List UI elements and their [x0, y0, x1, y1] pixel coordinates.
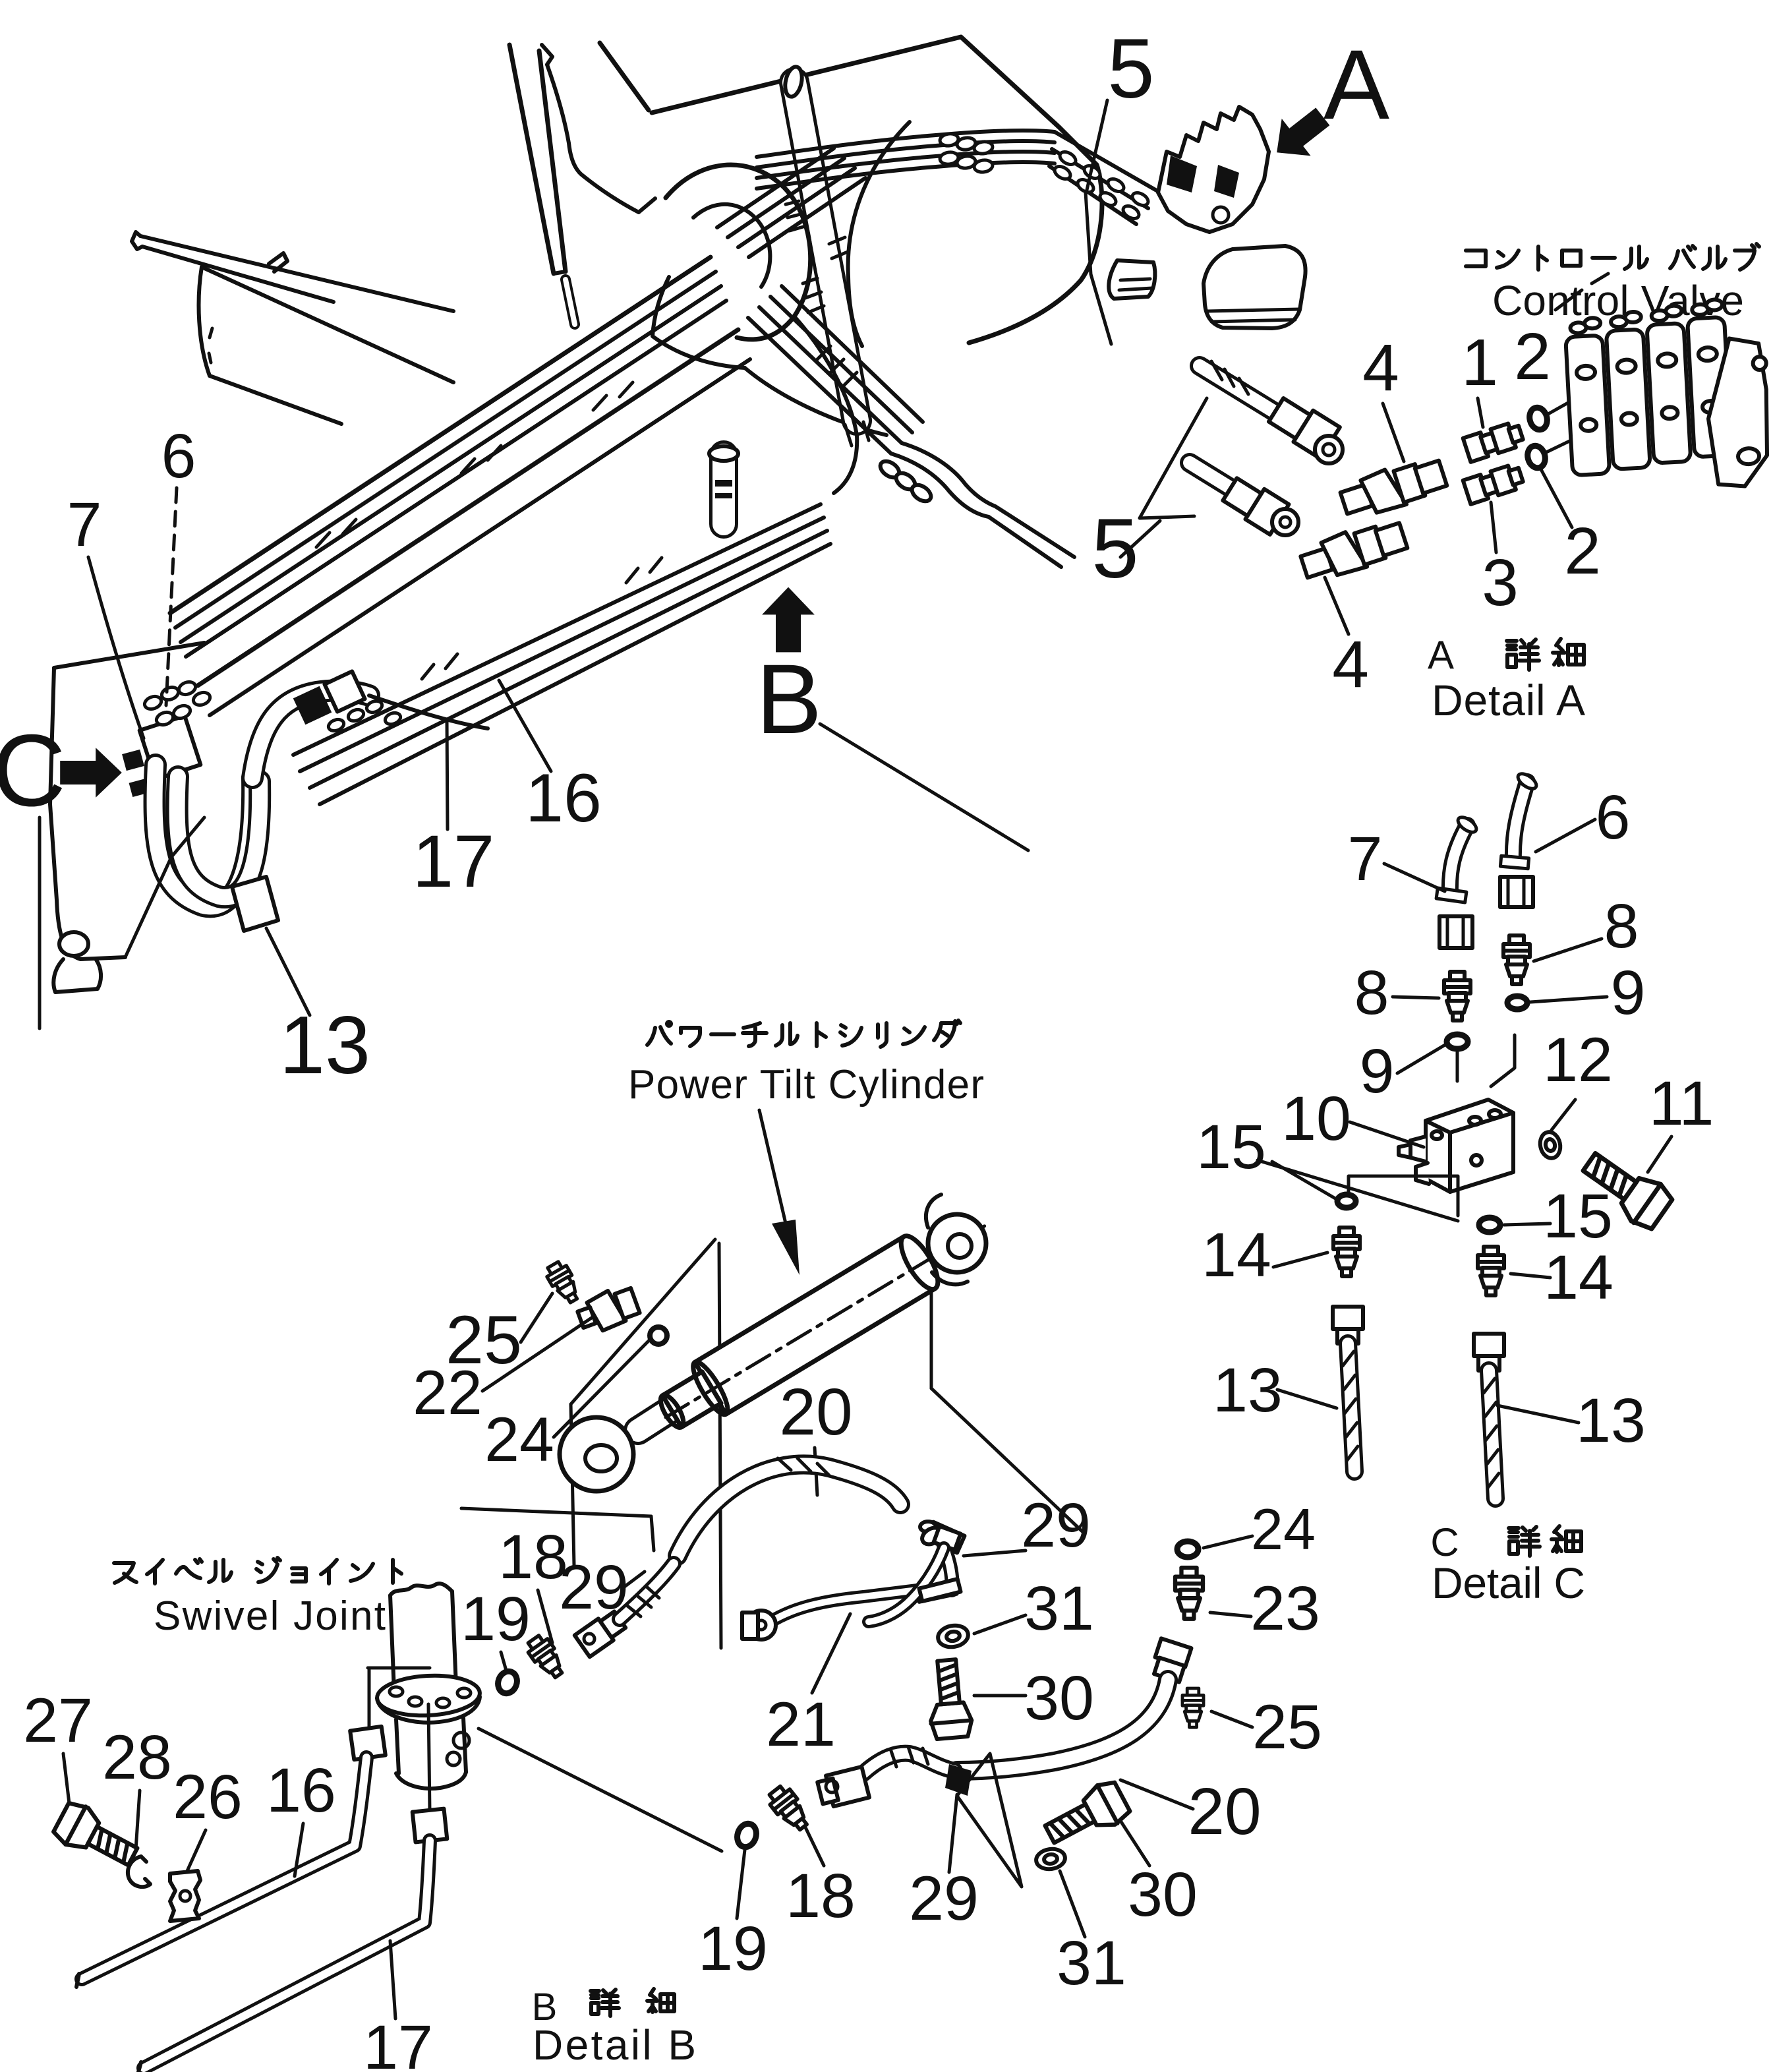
svg-text:B: B [532, 1986, 558, 2028]
svg-text:7: 7 [67, 490, 102, 560]
svg-text:5: 5 [1091, 502, 1138, 596]
svg-text:9: 9 [1360, 1036, 1395, 1106]
svg-text:3: 3 [1482, 546, 1519, 620]
svg-text:15: 15 [1543, 1181, 1613, 1251]
svg-text:Detail A: Detail A [1432, 676, 1585, 725]
svg-text:22: 22 [413, 1358, 482, 1428]
svg-text:7: 7 [1348, 824, 1383, 894]
svg-text:A: A [1323, 29, 1389, 140]
svg-text:4: 4 [1362, 331, 1399, 405]
svg-text:Power Tilt Cylinder: Power Tilt Cylinder [628, 1062, 984, 1108]
svg-text:21: 21 [766, 1690, 836, 1760]
svg-text:16: 16 [525, 760, 602, 837]
svg-text:B: B [756, 643, 822, 754]
svg-text:29: 29 [559, 1553, 629, 1622]
svg-text:17: 17 [363, 2013, 433, 2072]
svg-text:2: 2 [1514, 320, 1551, 394]
svg-text:23: 23 [1250, 1574, 1320, 1643]
svg-text:C: C [1430, 1520, 1459, 1564]
svg-text:12: 12 [1543, 1025, 1613, 1095]
svg-text:29: 29 [909, 1864, 979, 1934]
svg-text:4: 4 [1332, 628, 1369, 701]
svg-text:6: 6 [161, 421, 196, 491]
svg-text:27: 27 [23, 1686, 93, 1756]
svg-text:C: C [0, 713, 66, 827]
svg-text:20: 20 [1188, 1775, 1261, 1849]
svg-text:28: 28 [102, 1723, 172, 1792]
svg-text:8: 8 [1604, 891, 1639, 961]
svg-text:14: 14 [1202, 1220, 1271, 1290]
svg-text:13: 13 [279, 1000, 370, 1091]
svg-text:24: 24 [1251, 1496, 1316, 1562]
svg-text:13: 13 [1576, 1386, 1646, 1456]
svg-text:Swivel Joint: Swivel Joint [154, 1593, 386, 1639]
svg-text:30: 30 [1128, 1860, 1198, 1930]
svg-text:13: 13 [1213, 1355, 1283, 1425]
svg-text:9: 9 [1611, 958, 1646, 1028]
svg-text:1: 1 [1461, 326, 1498, 400]
svg-text:18: 18 [786, 1861, 856, 1931]
svg-text:29: 29 [1021, 1491, 1091, 1560]
svg-text:18: 18 [498, 1522, 568, 1592]
svg-text:Detail C: Detail C [1432, 1558, 1585, 1607]
svg-text:17: 17 [413, 820, 495, 903]
svg-text:19: 19 [698, 1914, 768, 1984]
svg-text:10: 10 [1281, 1084, 1351, 1154]
svg-text:25: 25 [1252, 1692, 1322, 1762]
svg-text:20: 20 [779, 1375, 852, 1449]
svg-text:30: 30 [1024, 1663, 1094, 1733]
svg-text:24: 24 [484, 1405, 554, 1475]
svg-text:8: 8 [1354, 958, 1389, 1028]
svg-text:19: 19 [461, 1584, 531, 1654]
svg-text:11: 11 [1649, 1069, 1714, 1139]
svg-text:6: 6 [1596, 783, 1631, 852]
svg-text:15: 15 [1196, 1112, 1266, 1182]
svg-text:5: 5 [1107, 22, 1154, 116]
svg-text:A: A [1428, 633, 1454, 677]
svg-text:25: 25 [446, 1302, 522, 1378]
svg-text:31: 31 [1024, 1574, 1094, 1643]
svg-text:Detail B: Detail B [533, 2021, 696, 2069]
svg-text:31: 31 [1057, 1928, 1126, 1998]
svg-text:14: 14 [1544, 1243, 1613, 1313]
svg-text:16: 16 [266, 1756, 336, 1825]
svg-text:26: 26 [173, 1762, 243, 1832]
